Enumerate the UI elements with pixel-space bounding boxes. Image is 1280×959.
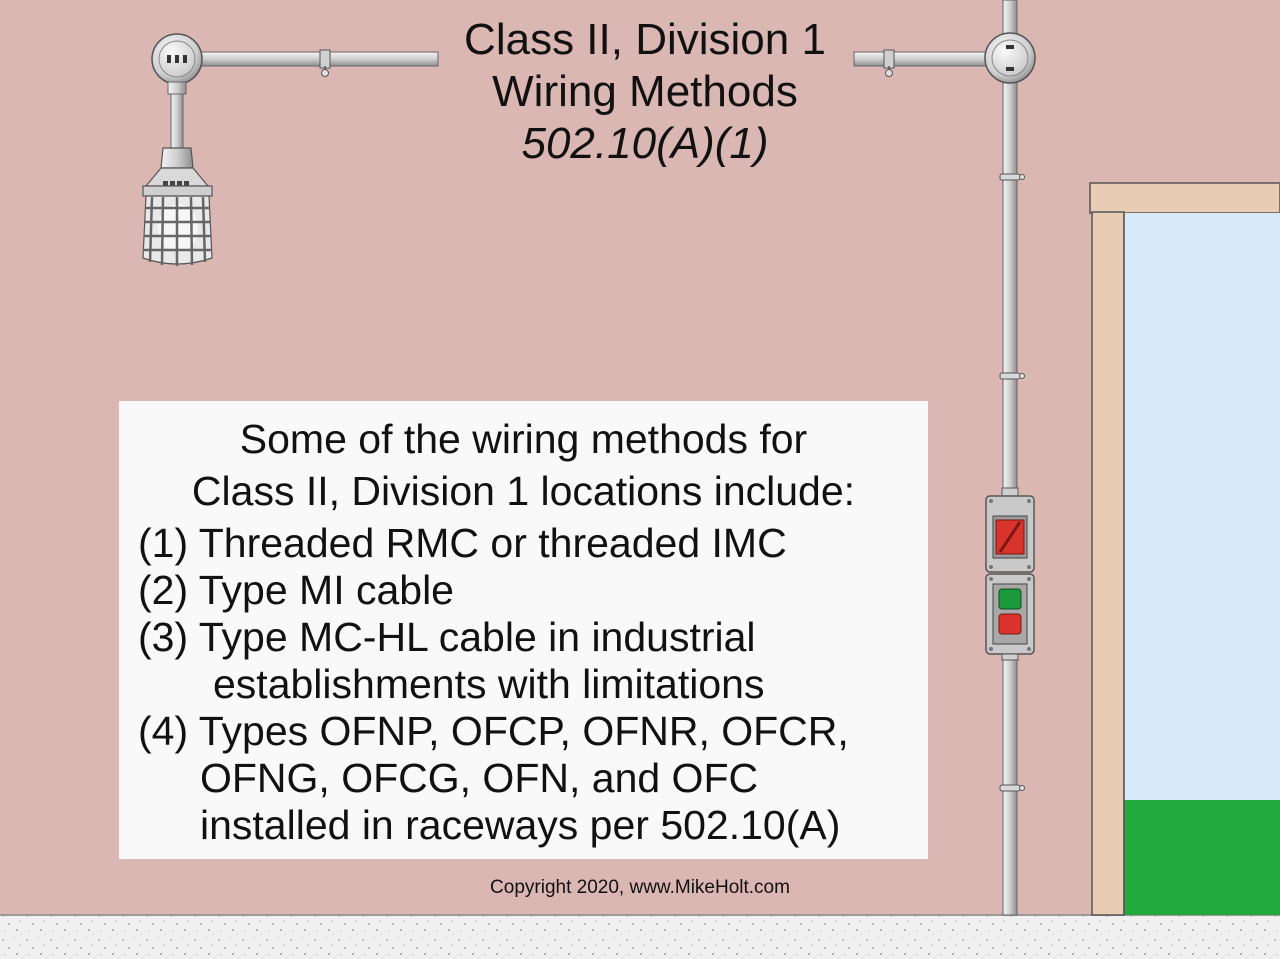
title-line-2: Wiring Methods bbox=[492, 67, 798, 116]
list-item: (1) Threaded RMC or threaded IMC bbox=[138, 520, 787, 566]
list-item: (2) Type MI cable bbox=[138, 567, 454, 613]
intro-line-2: Class II, Division 1 locations include: bbox=[191, 468, 856, 514]
panel-intro: Some of the wiring methods for Class II,… bbox=[119, 413, 928, 517]
list-item-continuation: installed in raceways per 502.10(A) bbox=[200, 802, 841, 848]
pushbutton-station-icon bbox=[985, 573, 1035, 661]
door-icon bbox=[1089, 182, 1280, 916]
list-item-continuation: OFNG, OFCG, OFN, and OFC bbox=[200, 755, 759, 801]
list-item: (4) Types OFNP, OFCP, OFNR, OFCR, bbox=[138, 708, 849, 754]
intro-line-1: Some of the wiring methods for bbox=[239, 416, 808, 462]
vertical-conduit bbox=[999, 0, 1025, 916]
right-junction-box-icon bbox=[984, 32, 1036, 84]
copyright-notice: Copyright 2020, www.MikeHolt.com bbox=[490, 877, 790, 898]
list-item-continuation: establishments with limitations bbox=[213, 661, 765, 707]
list-item: (3) Type MC-HL cable in industrial bbox=[138, 614, 756, 660]
fixture-stem bbox=[167, 81, 187, 151]
title-line-1: Class II, Division 1 bbox=[464, 15, 826, 64]
slide-title: Class II, Division 1 Wiring Methods 502.… bbox=[440, 14, 850, 170]
floor bbox=[0, 914, 1280, 959]
info-panel: Some of the wiring methods for Class II,… bbox=[119, 401, 928, 859]
junction-box-icon bbox=[151, 33, 203, 85]
switch-box-icon bbox=[985, 487, 1035, 573]
title-line-3: 502.10(A)(1) bbox=[521, 119, 769, 168]
light-fixture-icon bbox=[142, 147, 213, 266]
